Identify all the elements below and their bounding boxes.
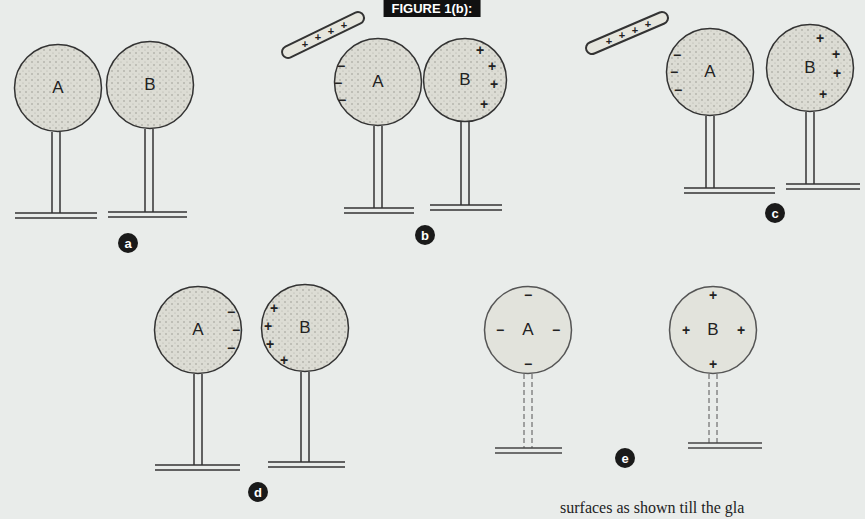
charge-sign: + <box>816 31 824 45</box>
sphere-letter: B <box>804 58 815 78</box>
conducting-sphere: A <box>665 27 755 117</box>
charge-sign: + <box>270 301 278 315</box>
sphere-circle <box>262 285 349 372</box>
charge-sign: − <box>334 76 342 90</box>
sphere-label-box: B <box>260 283 350 373</box>
charge-sign: − <box>227 341 235 355</box>
sphere-circle <box>667 29 754 116</box>
rod-charge-sign: + <box>315 32 321 43</box>
sphere-letter: B <box>707 320 718 340</box>
sphere-circle <box>424 39 507 122</box>
faded-stands <box>524 374 717 448</box>
sphere-letter: A <box>372 72 383 92</box>
sphere-letter: A <box>52 78 63 98</box>
panel-letter: b <box>415 225 435 245</box>
rod-charge-sign: + <box>606 36 612 47</box>
charge-sign: + <box>266 337 274 351</box>
charge-sign: + <box>476 43 484 57</box>
figure-heading: FIGURE 1(b): <box>384 0 481 17</box>
caption-fragment: surfaces as shown till the gla <box>560 500 744 516</box>
sphere-label-box: B <box>105 40 195 130</box>
charge-sign: + <box>709 288 717 302</box>
charge-sign: − <box>232 323 240 337</box>
charge-sign: − <box>338 93 346 107</box>
rod-charge-sign: + <box>632 25 638 36</box>
sphere-circle <box>670 287 757 374</box>
sphere-letter: A <box>192 320 203 340</box>
rod-charge-sign: + <box>645 19 651 30</box>
charge-sign: + <box>832 47 840 61</box>
rod-charge-sign: + <box>328 26 334 37</box>
sphere-circle <box>155 287 242 374</box>
conducting-sphere: A <box>13 43 103 133</box>
sphere-circle <box>335 39 422 126</box>
charge-sign: + <box>264 319 272 333</box>
stands <box>15 112 860 470</box>
conducting-sphere: B <box>765 23 855 113</box>
conducting-sphere: A <box>333 37 423 127</box>
sphere-circle <box>15 45 102 132</box>
sphere-label-box: A <box>333 37 423 127</box>
charge-sign: − <box>524 357 532 371</box>
sphere-letter: B <box>299 318 310 338</box>
conducting-sphere: B <box>260 283 350 373</box>
charge-sign: + <box>480 97 488 111</box>
conducting-sphere: A <box>153 285 243 375</box>
sphere-letter: A <box>704 62 715 82</box>
sphere-label-box: A <box>13 43 103 133</box>
charge-sign: − <box>552 323 560 337</box>
charge-sign: + <box>709 357 717 371</box>
sphere-circle <box>485 287 572 374</box>
panel-letter: a <box>118 233 138 253</box>
charge-sign: − <box>227 305 235 319</box>
charge-sign: − <box>524 288 532 302</box>
charge-sign: + <box>833 66 841 80</box>
charge-sign: − <box>674 83 682 97</box>
rod-charge-sign: + <box>341 20 347 31</box>
sphere-label-box: A <box>665 27 755 117</box>
charge-sign: + <box>737 323 745 337</box>
charge-sign: + <box>682 323 690 337</box>
conducting-sphere: B <box>105 40 195 130</box>
panel-letter: c <box>765 203 785 223</box>
sphere-letter: A <box>522 320 533 340</box>
panel-letter: e <box>615 448 635 468</box>
charge-sign: + <box>819 87 827 101</box>
charge-sign: − <box>673 48 681 62</box>
sphere-letter: B <box>144 75 155 95</box>
charge-sign: + <box>280 353 288 367</box>
charge-sign: − <box>670 65 678 79</box>
panel-letter: d <box>248 482 268 502</box>
charge-sign: + <box>488 59 496 73</box>
charge-sign: − <box>337 59 345 73</box>
sphere-label-box: A <box>153 285 243 375</box>
charge-sign: + <box>490 77 498 91</box>
sphere-label-box: B <box>765 23 855 113</box>
sphere-letter: B <box>459 70 470 90</box>
sphere-circle <box>107 42 194 129</box>
rod-charge-sign: + <box>302 39 308 50</box>
sphere-circle <box>767 25 854 112</box>
rod-charge-sign: + <box>619 30 625 41</box>
charge-sign: − <box>496 323 504 337</box>
